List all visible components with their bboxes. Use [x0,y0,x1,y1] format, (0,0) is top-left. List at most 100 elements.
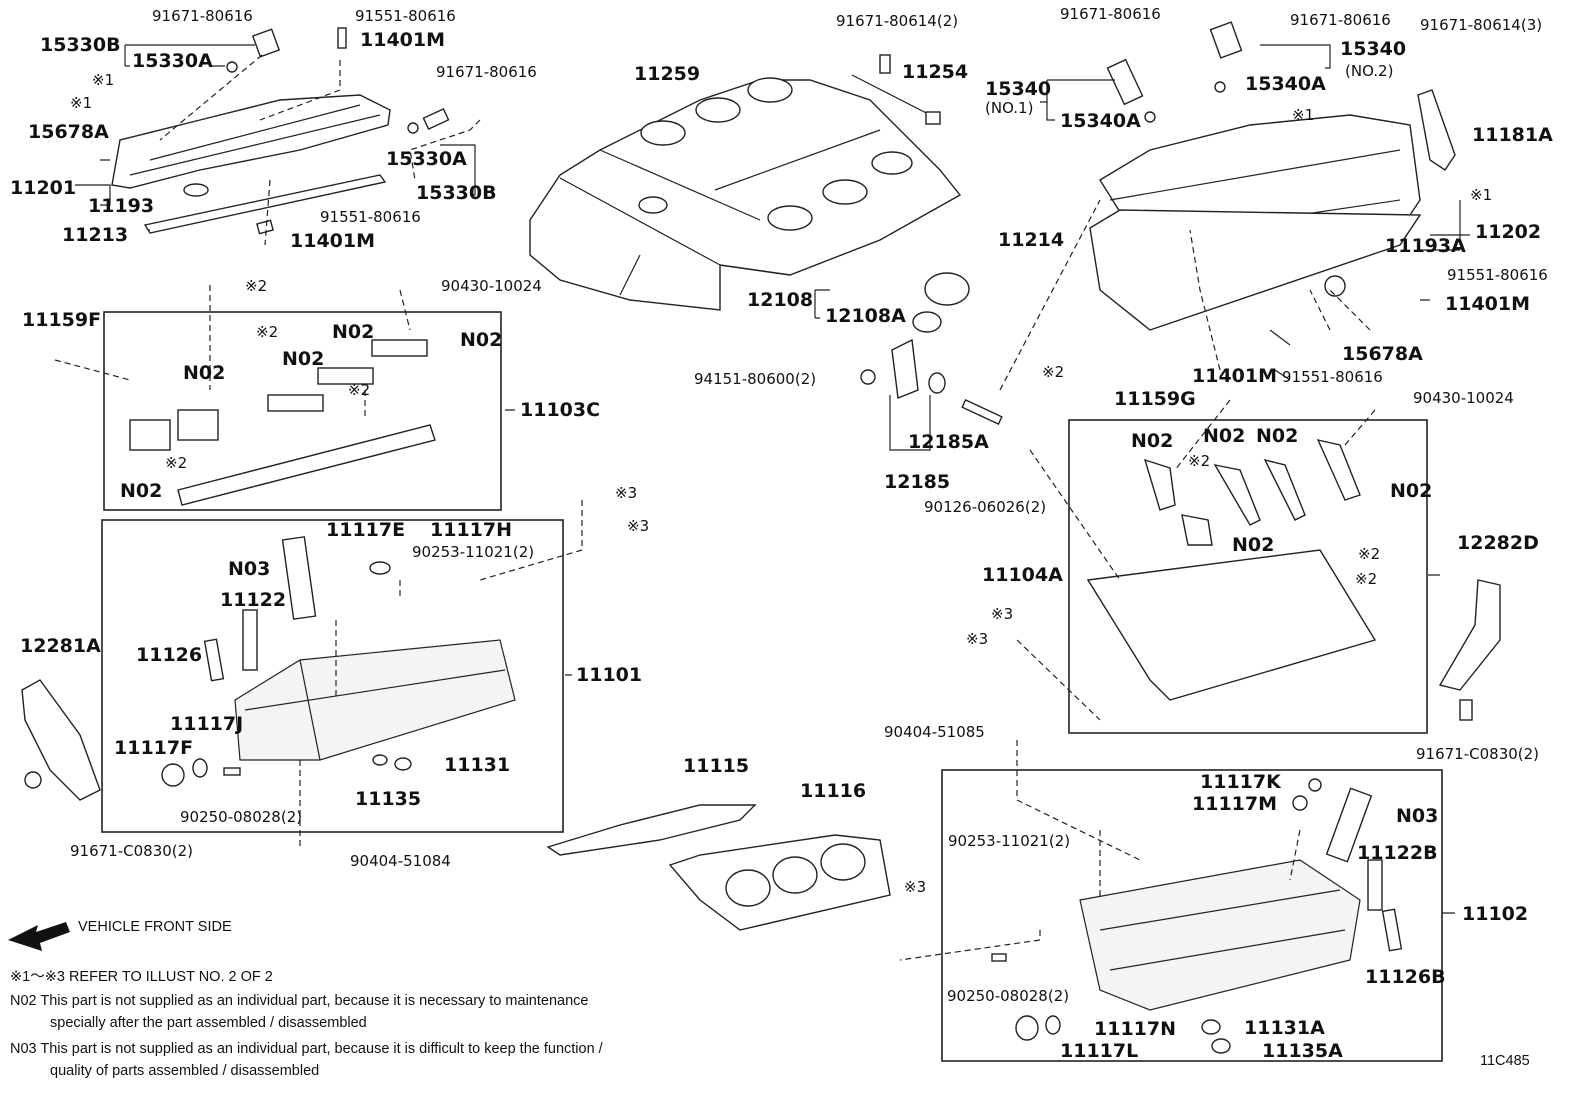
part-label: 11193 [88,195,154,217]
part-label: 11117N [1094,1018,1176,1040]
part-label: 90250-08028(2) [180,808,302,826]
part-label: 15340A [1060,110,1141,132]
part-label: 90126-06026(2) [924,498,1046,516]
part-label: 11117K [1200,771,1282,793]
part-label: 15340A [1245,73,1326,95]
part-label: 15330A [132,50,213,72]
vehicle-front-arrow-icon [8,922,70,951]
n03-note-line2: quality of parts assembled / disassemble… [50,1063,319,1079]
part-label: ※2 [1358,545,1380,563]
n03-note-line1: N03 This part is not supplied as an indi… [10,1041,604,1057]
part-label: ※2 [256,323,278,341]
camshaft-bearing-caps-left [129,339,436,506]
part-label: ※1 [70,94,92,112]
part-label: ※3 [627,517,649,535]
oil-filler-drawing [860,272,1003,426]
part-label: 11159G [1114,388,1196,410]
part-label: 90253-11021(2) [948,832,1070,850]
part-label: 90404-51084 [350,852,451,870]
part-label: 11214 [998,229,1064,251]
part-label: 15340 [1340,38,1406,60]
part-label: 12185 [884,471,950,493]
part-labels: 91671-80616 91551-80616 15330B 15330A 11401M… [10,5,1553,1062]
part-label: ※1 [1470,186,1492,204]
part-label: N02 [282,348,324,370]
part-label: 11117H [430,519,512,541]
part-label: 11181A [1472,124,1553,146]
n02-note-line2: specially after the part assembled / dis… [50,1015,367,1031]
part-label: 90250-08028(2) [947,987,1069,1005]
part-label: N03 [1396,805,1438,827]
part-label: ※3 [615,484,637,502]
refer-note: ※1～※3 REFER TO ILLUST NO. 2 OF 2 [10,969,273,985]
vehicle-front-label: VEHICLE FRONT SIDE [78,919,232,935]
dashed-leaders [54,54,1376,961]
part-label: 11102 [1462,903,1528,925]
part-label: 12282D [1457,532,1539,554]
cylinder-head-right [991,778,1403,1054]
part-label: 15330B [40,34,121,56]
part-label: ※2 [245,277,267,295]
part-label: 91671-80616 [1060,5,1161,23]
illustration-id: 11C485 [1480,1053,1530,1069]
cylinder-head-left [161,536,516,787]
part-label: 11131A [1244,1017,1325,1039]
part-label: 15678A [28,121,109,143]
part-label: 11115 [683,755,749,777]
part-label: 15330A [386,148,467,170]
part-label: 90253-11021(2) [412,543,534,561]
part-label: 91551-80616 [320,208,421,226]
part-label: 11103C [520,399,600,421]
part-label: 11101 [576,664,642,686]
part-label: 11135 [355,788,421,810]
part-label: 11131 [444,754,510,776]
part-label: 11213 [62,224,128,246]
part-label: N02 [1256,425,1298,447]
assembly-box-11101 [101,519,564,833]
part-label: ※3 [991,605,1013,623]
part-label: 12108 [747,289,813,311]
part-label: 11259 [634,63,700,85]
part-label: N02 [1232,534,1274,556]
part-label: 15678A [1342,343,1423,365]
bracket-12281a [21,679,101,801]
part-label: 11193A [1385,235,1466,257]
part-label: ※2 [1188,452,1210,470]
part-label: ※3 [904,878,926,896]
assembly-box-11104a [1068,419,1428,734]
part-label: 11201 [10,177,76,199]
part-label: 11202 [1475,221,1541,243]
part-label: 91671-80616 [152,7,253,25]
part-label: N02 [120,480,162,502]
head-gasket-11115 [546,804,757,856]
leader-lines [75,44,1470,914]
part-label: N02 [1203,425,1245,447]
engine-cover-drawing [529,77,962,311]
part-label: ※2 [1355,570,1377,588]
part-label: ※3 [966,630,988,648]
bracket-12282d [1438,579,1501,721]
part-label: 91671-80614(2) [836,12,958,30]
part-label: 11254 [902,61,968,83]
part-label: N02 [460,329,502,351]
part-label: (NO.2) [1345,62,1393,80]
part-label: 91671-80614(3) [1420,16,1542,34]
part-label: 11401M [360,29,445,51]
head-gasket-11116 [668,834,891,931]
part-label: 11126 [136,644,202,666]
part-label: N02 [1390,480,1432,502]
part-label: 11122 [220,589,286,611]
part-label: 11117E [326,519,405,541]
part-label: ※2 [165,454,187,472]
part-label: ※2 [348,381,370,399]
part-label: 11401M [1445,293,1530,315]
part-label: 91671-C0830(2) [1416,745,1539,763]
part-label: 11117F [114,737,193,759]
part-label: 91551-80616 [1447,266,1548,284]
part-label: 91671-80616 [436,63,537,81]
camshaft-bearing-caps-right [1086,439,1377,701]
part-label: 11159F [22,309,101,331]
part-label: 91551-80616 [1282,368,1383,386]
part-label: 12108A [825,305,906,327]
